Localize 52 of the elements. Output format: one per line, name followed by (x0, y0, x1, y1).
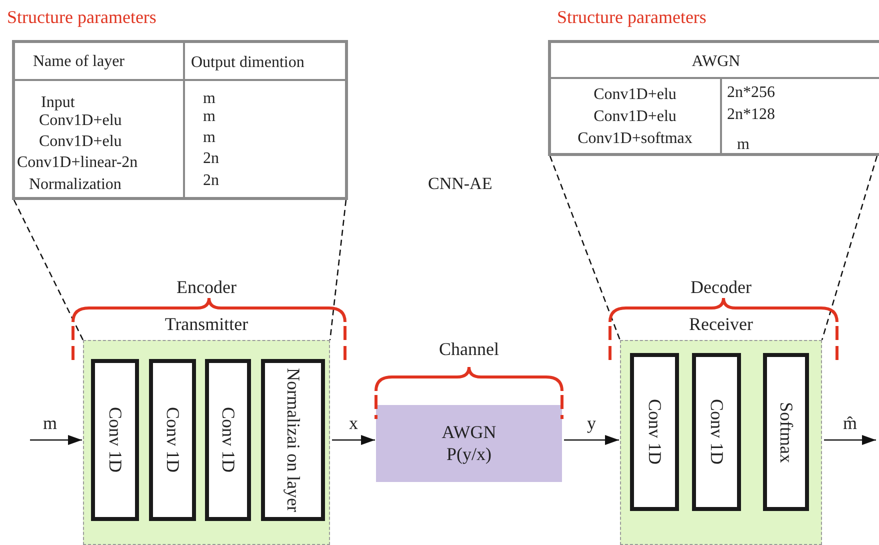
connector-line (549, 156, 621, 340)
table-cell: Name of layer (33, 54, 125, 70)
table-cell: 2n*256 (727, 85, 775, 101)
table-cell: Conv1D+elu (39, 134, 122, 150)
layer-block (149, 359, 196, 521)
table-cell: m (203, 109, 216, 125)
arrow (332, 435, 375, 445)
group-caption: Decoder (690, 277, 752, 298)
table-cell-text: AWGN (690, 54, 742, 70)
table-cell: 2n (203, 151, 219, 167)
layer-label: Conv 1D (645, 399, 664, 465)
layer-block (630, 353, 679, 511)
table-cell: m (737, 137, 750, 153)
layer-block (91, 359, 139, 521)
layer-block (261, 359, 325, 521)
table-cell-text: Conv1D+softmax (576, 131, 694, 147)
channel-label: P(y/x) (446, 444, 492, 466)
connector-line (329, 200, 347, 340)
group-caption: Encoder (176, 277, 238, 298)
table-cell: Conv1D+linear-2n (17, 155, 138, 171)
layer-label: Softmax (776, 402, 796, 462)
layer-block (692, 353, 741, 511)
table-cell: m (203, 91, 216, 107)
edge-label: m̂ (842, 414, 858, 432)
table-heading: Structure parameters (557, 7, 706, 28)
arrow (824, 435, 876, 445)
layer-label: Conv 1D (163, 407, 182, 473)
layer-block (205, 359, 251, 521)
group-title: Receiver (688, 314, 754, 335)
table-cell: m (203, 130, 216, 146)
table-cell: Input (41, 95, 75, 111)
channel-label: AWGN (442, 422, 496, 444)
group-caption: Channel (438, 339, 500, 360)
connector-line (13, 200, 84, 340)
connector-line (821, 156, 878, 340)
table-cell-text: Conv1D+elu (592, 87, 678, 103)
layer-label: Conv 1D (707, 399, 726, 465)
layer-label: Conv 1D (218, 407, 238, 473)
table-cell-text: Conv1D+elu (592, 109, 678, 125)
table-cell: Conv1D+elu (39, 113, 122, 129)
layer-label: Conv 1D (106, 407, 124, 473)
layer-label: Normalizai on layer (284, 368, 302, 512)
group-title: Transmitter (164, 314, 250, 335)
arrow (564, 435, 619, 445)
table-cell: 2n (203, 173, 219, 189)
table-cell: Normalization (29, 177, 122, 193)
table-cell: Output dimention (191, 55, 304, 71)
table-cell: 2n*128 (727, 107, 775, 123)
layer-block (763, 353, 809, 511)
table-heading: Structure parameters (7, 7, 156, 28)
arrow (30, 435, 82, 445)
diagram-label: CNN-AE (428, 174, 492, 194)
